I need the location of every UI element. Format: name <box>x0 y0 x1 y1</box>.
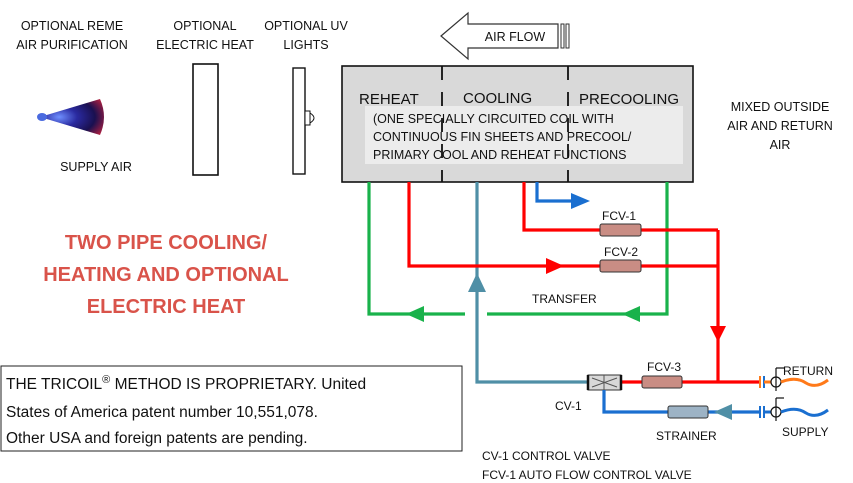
heating-pipe <box>407 182 760 384</box>
patent-line-2: States of America patent number 10,551,0… <box>6 404 318 421</box>
optional-uv-label-1: OPTIONAL UV <box>264 19 348 33</box>
fcv-1-label: FCV-1 <box>602 209 636 223</box>
fcv-3-valve <box>641 375 683 389</box>
optional-reme-label-1: OPTIONAL REME <box>21 19 123 33</box>
supply-air-label: SUPPLY AIR <box>60 160 132 174</box>
mixed-air-label-1: MIXED OUTSIDE <box>731 100 830 114</box>
coil-desc-line-2: CONTINUOUS FIN SHEETS AND PRECOOL/ <box>373 130 632 144</box>
fcv-1-valve <box>599 223 642 237</box>
coil-precooling-label: PRECOOLING <box>579 91 679 108</box>
mixed-air-label-2: AIR AND RETURN <box>727 119 833 133</box>
optional-electric-label-1: OPTIONAL <box>173 19 236 33</box>
heating-arrow-icon <box>546 258 564 274</box>
transfer-arrow-right-icon <box>622 306 640 322</box>
optional-uv-label-2: LIGHTS <box>283 38 328 52</box>
coil-cooling-label: COOLING <box>463 90 532 107</box>
supply-riser-pipe <box>475 182 588 384</box>
coil-description-panel <box>365 106 683 164</box>
coil-desc-line-1: (ONE SPECIALLY CIRCUITED COIL WITH <box>373 112 614 126</box>
patent-line-1-end: METHOD IS PROPRIETARY. United <box>110 376 366 393</box>
strainer-label: STRAINER <box>656 429 717 443</box>
electric-heat-panel <box>192 63 219 176</box>
registered-mark: ® <box>102 374 110 386</box>
legend-fcv-1: FCV-1 AUTO FLOW CONTROL VALVE <box>482 468 692 482</box>
diagram-title-line-1: TWO PIPE COOLING/ <box>65 232 268 254</box>
supply-label: SUPPLY <box>782 425 828 439</box>
cooling-pipe <box>535 182 574 203</box>
cooling-arrow-icon <box>571 193 590 209</box>
patent-box <box>0 365 463 452</box>
patent-line-1-start: THE TRICOIL <box>6 376 103 393</box>
uv-light-icon <box>292 67 315 175</box>
return-label: RETURN <box>783 364 833 378</box>
diagram-title-line-2: HEATING AND OPTIONAL <box>43 264 289 286</box>
cv-1-label: CV-1 <box>555 399 582 413</box>
coil-reheat-label: REHEAT <box>359 91 419 108</box>
optional-reme-label-2: AIR PURIFICATION <box>16 38 128 52</box>
patent-line-1: THE TRICOIL® METHOD IS PROPRIETARY. Unit… <box>6 374 366 393</box>
transfer-label: TRANSFER <box>532 292 597 306</box>
legend-cv-1: CV-1 CONTROL VALVE <box>482 449 610 463</box>
patent-line-3: Other USA and foreign patents are pendin… <box>6 430 308 447</box>
mixed-air-label-3: AIR <box>770 138 791 152</box>
optional-electric-label-2: ELECTRIC HEAT <box>156 38 254 52</box>
coil-desc-line-3: PRIMARY COOL AND REHEAT FUNCTIONS <box>373 148 627 162</box>
return-connection <box>759 367 829 391</box>
reme-purifier-icon <box>37 99 104 135</box>
strainer <box>667 405 709 419</box>
heating-down-arrow-icon <box>710 326 726 342</box>
fcv-2-valve <box>599 259 642 273</box>
air-flow-label: AIR FLOW <box>485 30 546 44</box>
supply-connection <box>759 397 829 421</box>
transfer-pipe <box>367 182 669 316</box>
fcv-2-label: FCV-2 <box>604 245 638 259</box>
supply-arrow-icon <box>714 404 732 420</box>
supply-riser-arrow-icon <box>468 273 486 292</box>
air-flow-arrow-icon <box>440 11 570 61</box>
cv-1-control-valve-icon <box>586 374 623 391</box>
diagram-title-line-3: ELECTRIC HEAT <box>87 296 246 318</box>
transfer-arrow-left-icon <box>406 306 424 322</box>
supply-pipe <box>602 390 668 414</box>
fcv-3-label: FCV-3 <box>647 360 681 374</box>
